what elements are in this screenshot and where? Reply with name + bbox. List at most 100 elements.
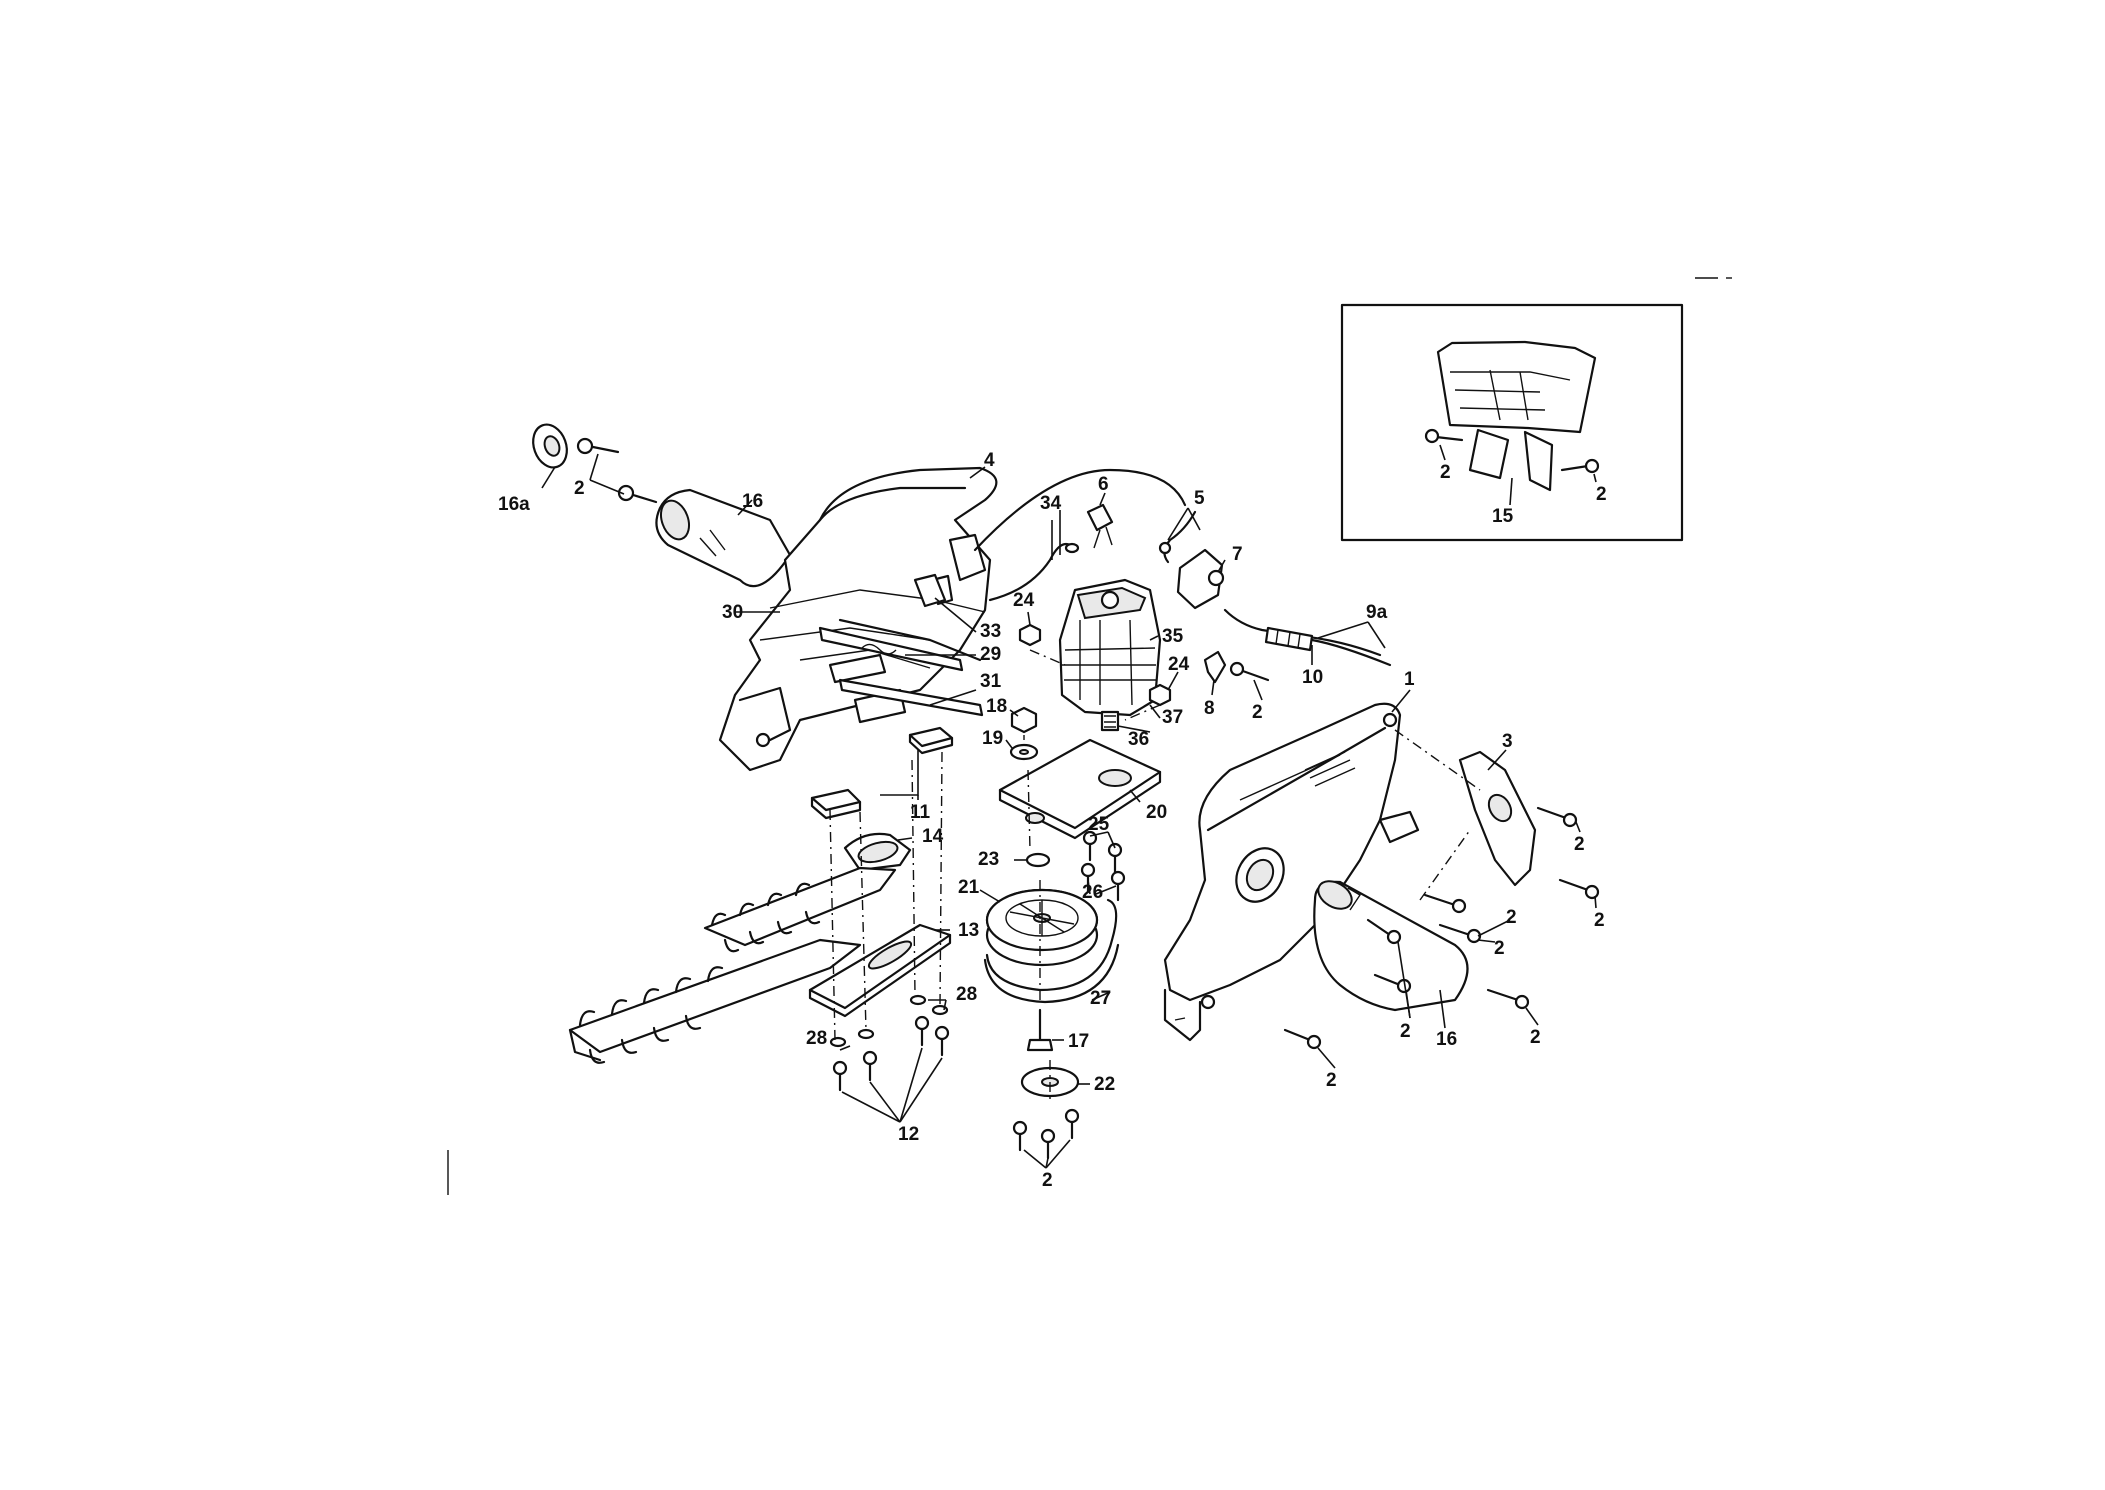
screw bbox=[914, 1015, 930, 1031]
label-22: 22 bbox=[1094, 1074, 1115, 1095]
motor-assembly: 35 37 36 24 24 8 2 bbox=[1013, 578, 1270, 750]
label-14: 14 bbox=[922, 826, 944, 847]
label-12: 12 bbox=[898, 1124, 919, 1145]
left-housing bbox=[718, 466, 998, 772]
pad bbox=[810, 788, 862, 812]
pad bbox=[908, 726, 954, 748]
label-28: 28 bbox=[806, 1028, 827, 1049]
label-21: 21 bbox=[958, 877, 980, 898]
label-27: 27 bbox=[1090, 988, 1111, 1009]
right-housing bbox=[1163, 702, 1402, 1002]
label-16: 16 bbox=[742, 491, 763, 512]
label-26: 26 bbox=[1082, 882, 1103, 903]
label-2: 2 bbox=[1440, 462, 1451, 483]
label-9a: 9a bbox=[1366, 602, 1388, 623]
screw bbox=[1486, 988, 1520, 1002]
nut bbox=[931, 1004, 949, 1016]
screw bbox=[1107, 842, 1123, 858]
label-13: 13 bbox=[958, 920, 979, 941]
label-37: 37 bbox=[1162, 707, 1183, 728]
hand-guard bbox=[1436, 340, 1597, 434]
label-10: 10 bbox=[1302, 667, 1323, 688]
label-17: 17 bbox=[1068, 1031, 1089, 1052]
screw bbox=[1423, 893, 1457, 907]
label-29: 29 bbox=[980, 644, 1001, 665]
screw bbox=[1040, 1128, 1056, 1144]
label-2: 2 bbox=[574, 478, 585, 499]
label-6: 6 bbox=[1098, 474, 1109, 495]
nut bbox=[909, 994, 927, 1006]
nut bbox=[829, 1036, 847, 1048]
inset-frame bbox=[1340, 303, 1684, 542]
nut bbox=[1018, 623, 1042, 647]
screw bbox=[1373, 973, 1402, 987]
label-3: 3 bbox=[1502, 731, 1513, 752]
label-20: 20 bbox=[1146, 802, 1167, 823]
label-5: 5 bbox=[1194, 488, 1205, 509]
label-16: 16 bbox=[1436, 1029, 1457, 1050]
rod bbox=[838, 678, 984, 717]
label-8: 8 bbox=[1204, 698, 1215, 719]
label-36: 36 bbox=[1128, 729, 1149, 750]
label-31: 31 bbox=[980, 671, 1002, 692]
washer bbox=[1025, 852, 1051, 868]
switch bbox=[1176, 548, 1224, 610]
label-28: 28 bbox=[956, 984, 977, 1005]
label-16a: 16a bbox=[498, 494, 530, 515]
label-25: 25 bbox=[1088, 814, 1110, 835]
label-2: 2 bbox=[1400, 1021, 1411, 1042]
label-15: 15 bbox=[1492, 506, 1514, 527]
gear-assembly: 18 19 20 25 26 23 21 27 17 22 2 bbox=[958, 696, 1167, 1191]
front-handle bbox=[655, 488, 792, 588]
label-2: 2 bbox=[1042, 1170, 1053, 1191]
label-33: 33 bbox=[980, 621, 1001, 642]
label-4: 4 bbox=[984, 450, 995, 471]
left-housing-half: 16a 2 16 4 30 33 29 31 bbox=[498, 423, 1061, 772]
label-11: 11 bbox=[910, 802, 931, 823]
nut bbox=[1010, 706, 1038, 734]
lower-blade bbox=[568, 938, 862, 1054]
spring bbox=[861, 643, 897, 655]
label-24: 24 bbox=[1168, 654, 1190, 675]
label-2: 2 bbox=[1596, 484, 1607, 505]
screw bbox=[1558, 878, 1590, 892]
wiring: 6 5 34 7 9a 10 bbox=[973, 468, 1392, 688]
guard-screw bbox=[1434, 435, 1464, 442]
screw bbox=[628, 492, 658, 504]
label-19: 19 bbox=[982, 728, 1003, 749]
label-30: 30 bbox=[722, 602, 743, 623]
internal-wire bbox=[988, 542, 1072, 602]
inset-hand-guard: 2 2 15 bbox=[1340, 303, 1684, 542]
label-2: 2 bbox=[1506, 907, 1517, 928]
label-2: 2 bbox=[1494, 938, 1505, 959]
rod bbox=[818, 626, 964, 672]
label-7: 7 bbox=[1232, 544, 1243, 565]
label-2: 2 bbox=[1594, 910, 1605, 931]
screw bbox=[1536, 806, 1568, 820]
screw bbox=[1366, 918, 1392, 937]
nut bbox=[1148, 683, 1172, 707]
label-18: 18 bbox=[986, 696, 1007, 717]
label-2: 2 bbox=[1326, 1070, 1337, 1091]
right-housing-half: 1 3 2 2 2 2 2 16 2 2 bbox=[1163, 669, 1605, 1091]
guard-screw bbox=[1560, 464, 1590, 472]
screw bbox=[1080, 862, 1096, 878]
guard-bracket-right bbox=[1523, 430, 1554, 492]
bolt bbox=[1026, 1038, 1054, 1052]
label-35: 35 bbox=[1162, 626, 1184, 647]
screw bbox=[832, 1060, 848, 1076]
screw bbox=[862, 1050, 878, 1066]
upper-blade bbox=[703, 866, 897, 947]
label-34: 34 bbox=[1040, 493, 1062, 514]
label-24: 24 bbox=[1013, 590, 1035, 611]
blade-assembly: 11 14 13 28 28 12 bbox=[568, 726, 979, 1145]
screw bbox=[934, 1025, 950, 1041]
screw bbox=[1012, 1120, 1028, 1136]
guard-bracket-left bbox=[1468, 428, 1510, 480]
label-23: 23 bbox=[978, 849, 999, 870]
capacitor bbox=[1086, 503, 1114, 532]
label-2: 2 bbox=[1252, 702, 1263, 723]
screw bbox=[1283, 1028, 1312, 1042]
